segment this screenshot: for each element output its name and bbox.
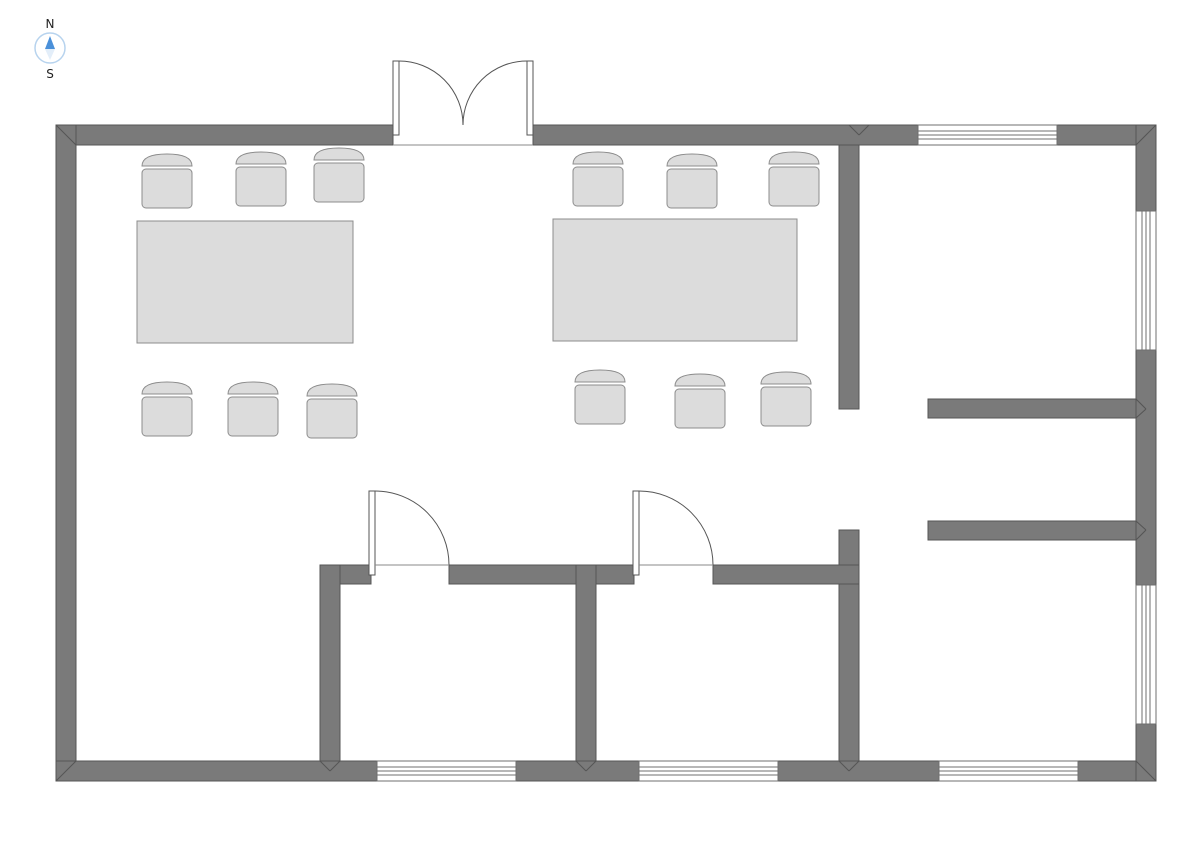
lower-room-door-2 (632, 490, 714, 576)
chair-seat (674, 388, 726, 429)
lower-room-door-1 (368, 490, 450, 576)
dining-table-right (552, 218, 798, 342)
window-bottom-2 (638, 760, 779, 782)
wall-lower-room-middle (575, 564, 597, 762)
compass: N S (34, 17, 66, 81)
chair-seat (313, 162, 365, 203)
chair-back (306, 383, 358, 397)
chair-seat (141, 396, 193, 437)
chair-back (674, 373, 726, 387)
entrance-double-door (392, 60, 534, 146)
window-top (917, 124, 1058, 146)
chair-back (760, 371, 812, 385)
door-swing-right (462, 60, 528, 126)
chair-seat (572, 166, 624, 207)
chair-back (141, 153, 193, 167)
chair-seat (768, 166, 820, 207)
chair (674, 373, 726, 429)
dining-table-left (136, 220, 354, 344)
window-bottom-1 (376, 760, 517, 782)
chair (306, 383, 358, 439)
wall-lower-room-left (319, 564, 341, 762)
chair-seat (306, 398, 358, 439)
chair-back (313, 147, 365, 161)
chairs (141, 147, 820, 439)
compass-north-label: N (46, 17, 55, 31)
wall-dining-right-upper (838, 144, 860, 410)
wall-right-room-divider-2 (927, 520, 1137, 541)
door-leaf-left (392, 60, 400, 136)
chair-back (235, 151, 287, 165)
chair-back (572, 151, 624, 165)
tables (136, 218, 798, 344)
chair (572, 151, 624, 207)
window-right-upper (1135, 210, 1157, 351)
chair-back (227, 381, 279, 395)
door-leaf (368, 490, 376, 576)
chair (760, 371, 812, 427)
chair (768, 151, 820, 207)
door-leaf (632, 490, 640, 576)
wall-lower-rooms-top-3 (712, 564, 860, 585)
wall-left (55, 124, 77, 782)
window-bottom-3 (938, 760, 1079, 782)
wall-right-room-divider-1 (927, 398, 1137, 419)
window-right-lower (1135, 584, 1157, 725)
chair-back (666, 153, 718, 167)
chair-back (141, 381, 193, 395)
wall-top-right (532, 124, 1157, 146)
chair-seat (235, 166, 287, 207)
chair-seat (760, 386, 812, 427)
door-swing (638, 490, 714, 566)
chair (141, 153, 193, 209)
door-swing (374, 490, 450, 566)
wall-lower-rooms-top-2 (448, 564, 635, 585)
chair-back (768, 151, 820, 165)
chair (313, 147, 365, 203)
compass-north-arrow-icon (45, 36, 55, 49)
wall-corner-lines (55, 124, 1157, 782)
chair (666, 153, 718, 209)
door-swing-left (398, 60, 464, 126)
chair (574, 369, 626, 425)
chair (235, 151, 287, 207)
chair-seat (666, 168, 718, 209)
wall-dining-right-lower (838, 529, 860, 762)
door-leaf-right (526, 60, 534, 136)
compass-south-arrow-icon (45, 49, 55, 60)
interior-walls (319, 144, 1137, 762)
chair (227, 381, 279, 437)
wall-top-left (55, 124, 394, 146)
chair (141, 381, 193, 437)
windows (376, 124, 1157, 782)
chair-seat (574, 384, 626, 425)
chair-seat (141, 168, 193, 209)
chair-back (574, 369, 626, 383)
compass-south-label: S (46, 67, 54, 81)
chair-seat (227, 396, 279, 437)
